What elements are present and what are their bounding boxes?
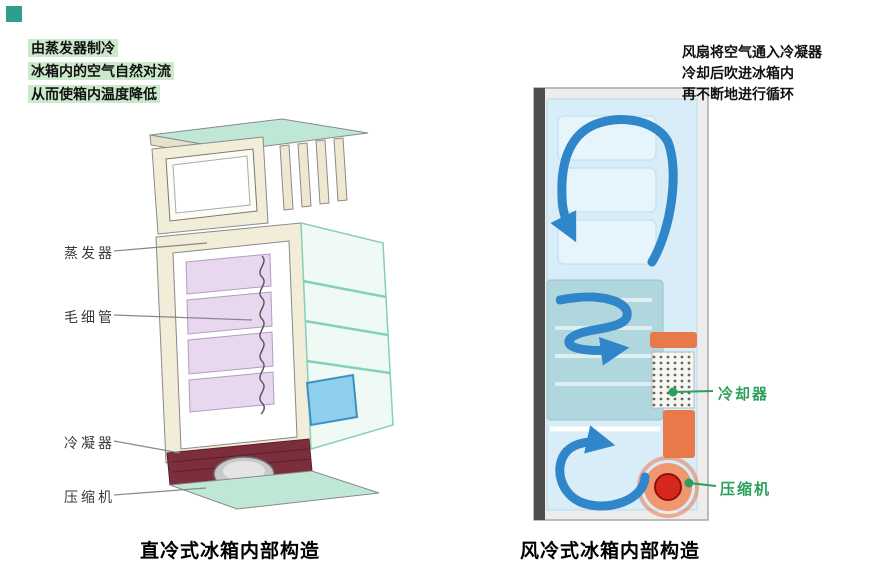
annotation-text: 由蒸发器制冷 bbox=[28, 39, 118, 57]
duct-top bbox=[650, 332, 697, 348]
annotation-text: 冷却后吹进冰箱内 bbox=[682, 65, 794, 81]
fridge-left-wall bbox=[534, 88, 545, 520]
leader-line-condenser bbox=[113, 440, 181, 454]
leader-line-compressor bbox=[688, 482, 717, 487]
annotation-text: 冰箱内的空气自然对流 bbox=[28, 62, 174, 80]
corner-marker bbox=[6, 6, 22, 22]
leader-dot-cooler bbox=[668, 387, 678, 397]
annotation-direct-cooling: 由蒸发器制冷 冰箱内的空气自然对流 从而使箱内温度降低 bbox=[28, 38, 174, 107]
annotation-line: 冰箱内的空气自然对流 bbox=[28, 61, 174, 82]
label-capillary: 毛细管 bbox=[64, 309, 115, 325]
leader-line-evaporator bbox=[113, 242, 208, 252]
duct-mid bbox=[663, 410, 695, 458]
compressor-highlight bbox=[223, 461, 265, 481]
annotation-text: 从而使箱内温度降低 bbox=[28, 85, 160, 103]
annotation-air-cooling: 风扇将空气通入冷凝器 冷却后吹进冰箱内 再不断地进行循环 bbox=[682, 42, 822, 105]
shelf-line bbox=[306, 359, 391, 375]
freezer-fin bbox=[315, 139, 330, 205]
evaporator-panel bbox=[187, 331, 274, 375]
leader-line-cooler bbox=[672, 390, 714, 393]
shelf-line bbox=[302, 279, 387, 299]
leader-dot-compressor bbox=[684, 478, 694, 488]
evaporator-panel bbox=[186, 291, 273, 335]
shelf-line bbox=[304, 319, 389, 337]
evaporator-panel bbox=[185, 253, 272, 295]
compressor-circle bbox=[654, 473, 682, 501]
airflow-arrow-middle bbox=[555, 292, 632, 366]
label-condenser: 冷凝器 bbox=[64, 435, 115, 451]
cooler-grid bbox=[652, 352, 694, 408]
label-compressor-right: 压缩机 bbox=[720, 481, 772, 498]
annotation-line: 由蒸发器制冷 bbox=[28, 38, 174, 59]
label-evaporator: 蒸发器 bbox=[64, 245, 115, 261]
condenser-line bbox=[171, 448, 309, 463]
leader-line-compressor bbox=[113, 487, 207, 496]
direct-cooling-fridge-illustration bbox=[113, 118, 394, 510]
caption-air-cooling: 风冷式冰箱内部构造 bbox=[519, 541, 700, 562]
airflow-arrow-top bbox=[550, 115, 678, 267]
airflow-arrow-bottom bbox=[555, 425, 650, 511]
crisper-bin bbox=[305, 373, 359, 427]
leader-line-capillary bbox=[113, 314, 253, 321]
freezer-fin bbox=[333, 137, 348, 202]
caption-direct-cooling: 直冷式冰箱内部构造 bbox=[139, 541, 320, 562]
annotation-text: 再不断地进行循环 bbox=[682, 86, 794, 102]
annotation-text: 风扇将空气通入冷凝器 bbox=[682, 44, 822, 60]
label-compressor-left: 压缩机 bbox=[64, 489, 115, 505]
freezer-fin bbox=[279, 144, 294, 211]
air-cooling-fridge-illustration bbox=[533, 87, 717, 521]
capillary-tube bbox=[259, 255, 265, 415]
evaporator-panel bbox=[188, 371, 275, 413]
annotation-line: 从而使箱内温度降低 bbox=[28, 84, 174, 105]
upper-coil bbox=[557, 167, 657, 213]
fridge-base bbox=[169, 470, 380, 510]
freezer-fin bbox=[297, 142, 312, 208]
freezer-door-inner bbox=[172, 155, 251, 214]
label-cooler: 冷却器 bbox=[718, 386, 770, 403]
